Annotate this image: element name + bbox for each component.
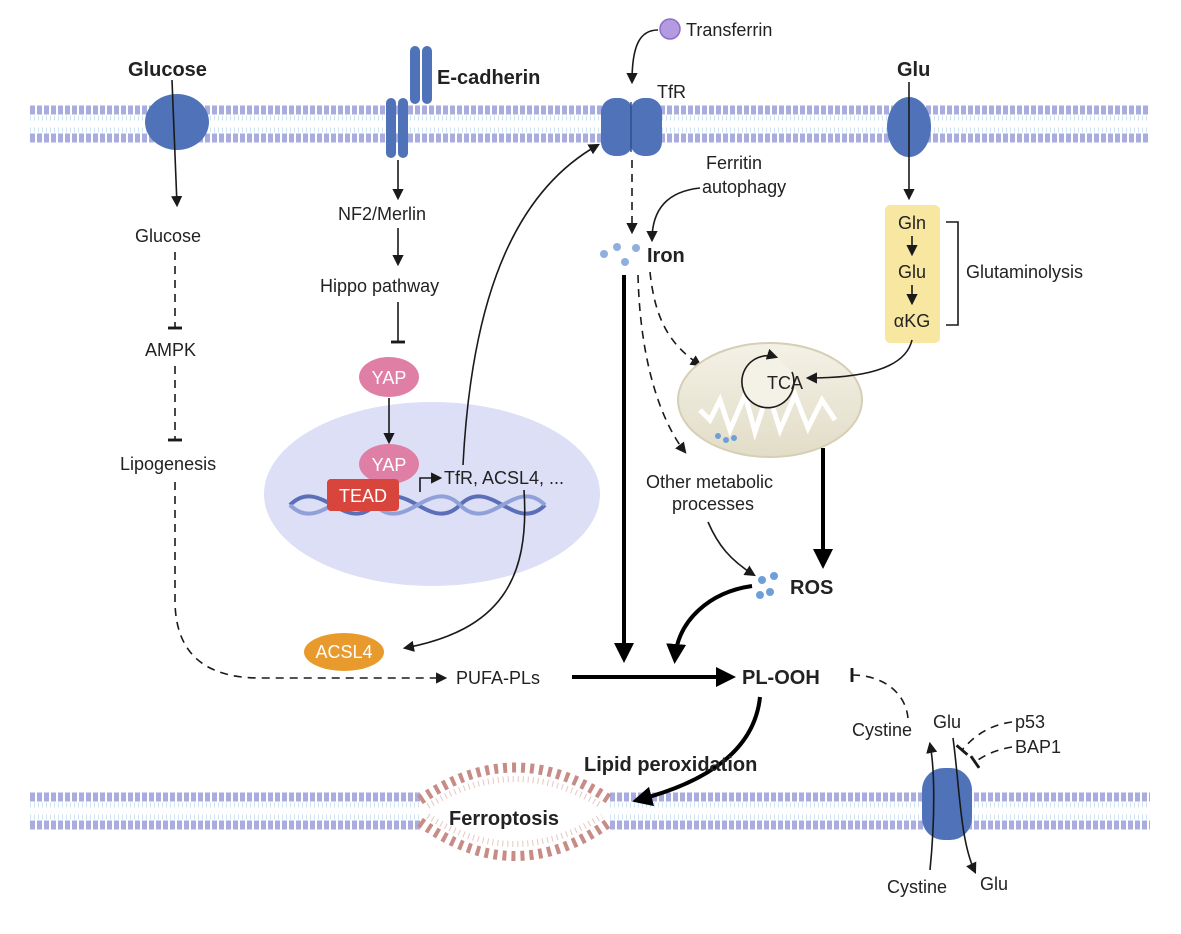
- acsl4-label: ACSL4: [315, 642, 372, 662]
- bottom-membrane: [30, 792, 1150, 830]
- ferroptosis-label: Ferroptosis: [449, 808, 559, 830]
- gln-label: Gln: [898, 213, 926, 233]
- glucose-top-label: Glucose: [128, 59, 207, 81]
- cystine-in-label: Cystine: [852, 720, 912, 740]
- yap-label-1: YAP: [372, 368, 407, 388]
- other-metabolic-label: Other metabolic: [646, 472, 773, 492]
- glutaminolysis-label: Glutaminolysis: [966, 262, 1083, 282]
- yap-label-2: YAP: [372, 455, 407, 475]
- nf2-merlin-label: NF2/Merlin: [338, 204, 426, 224]
- ros-particles: [756, 572, 778, 599]
- glu-in-label: Glu: [933, 712, 961, 732]
- glutaminolysis-bracket: [946, 221, 959, 326]
- ecadherin-label: E-cadherin: [437, 67, 540, 89]
- glucose-transporter: [145, 94, 209, 150]
- nucleus: [264, 402, 600, 586]
- acsl4-enzyme: [304, 633, 384, 671]
- glu-out-label: Glu: [980, 874, 1008, 894]
- bap1-label: BAP1: [1015, 737, 1061, 757]
- glu-mid-label: Glu: [898, 262, 926, 282]
- cystine-out-label: Cystine: [887, 877, 947, 897]
- yap-protein-cytoplasm: [359, 357, 419, 397]
- transferrin-label: Transferrin: [686, 20, 772, 40]
- yap-protein-nucleus: [359, 444, 419, 484]
- ampk-label: AMPK: [145, 340, 196, 360]
- lipid-peroxidation-label: Lipid peroxidation: [584, 754, 757, 776]
- glucose-label: Glucose: [135, 226, 201, 246]
- ros-label: ROS: [790, 577, 833, 599]
- ferritin-label: Ferritin: [706, 153, 762, 173]
- tead-label: TEAD: [339, 486, 387, 506]
- pufa-pls-label: PUFA-PLs: [456, 668, 540, 688]
- processes-label: processes: [672, 494, 754, 514]
- tfr-receptor: [601, 98, 662, 156]
- iron-particles: [600, 243, 640, 266]
- autophagy-label: autophagy: [702, 177, 786, 197]
- lipogenesis-label: Lipogenesis: [120, 454, 216, 474]
- ferroptosis-membrane: [417, 762, 613, 861]
- tfr-label: TfR: [657, 82, 686, 102]
- akg-label: αKG: [894, 311, 930, 331]
- transferrin-molecule: [659, 18, 681, 40]
- cystine-glutamate-antiporter: [922, 768, 972, 840]
- iron-label: Iron: [647, 245, 685, 267]
- ecadherin-protein: [386, 46, 432, 158]
- hippo-pathway-label: Hippo pathway: [320, 276, 439, 296]
- tca-label: TCA: [767, 373, 803, 393]
- tead-protein: [327, 479, 399, 511]
- glu-top-label: Glu: [897, 59, 930, 81]
- pl-ooh-label: PL-OOH: [742, 667, 820, 689]
- target-genes-label: TfR, ACSL4, ...: [444, 468, 564, 488]
- p53-label: p53: [1015, 712, 1045, 732]
- top-membrane: [30, 100, 1150, 148]
- tca-cycle: [741, 348, 795, 409]
- glutaminolysis-box: [885, 205, 940, 343]
